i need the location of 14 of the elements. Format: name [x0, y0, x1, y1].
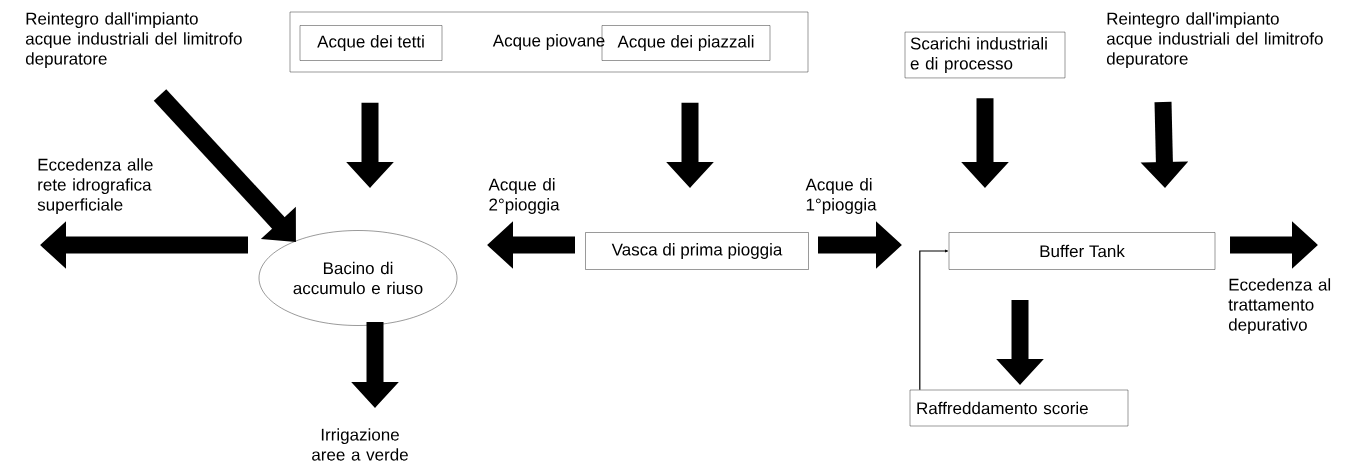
text-label: Reintegro dall'impianto acque industriali del limitrofo depuratore: [25, 12, 242, 69]
process-box: Scarichi industriali e di processo: [904, 31, 1066, 79]
block-arrow: [153, 89, 296, 242]
edge-label: Acque di 1°pioggia: [805, 178, 877, 214]
arrow: [919, 249, 949, 391]
text-label: Reintegro dall'impianto acque industriali del limitrofo depuratore: [1106, 12, 1323, 69]
process-box: Buffer Tank: [948, 232, 1216, 270]
edge-label: Acque di 2°pioggia: [488, 178, 560, 214]
process-box: Vasca di prima pioggia: [585, 232, 809, 270]
text-label: Irrigazione aree a verde: [312, 428, 408, 461]
text-label: Eccedenza al trattamento depurativo: [1228, 278, 1331, 335]
process-box: Raffreddamento scorie: [909, 389, 1129, 427]
text-label: Eccedenza alle rete idrografica superficiale: [37, 158, 153, 215]
process-box: Acque dei tetti: [299, 25, 443, 61]
